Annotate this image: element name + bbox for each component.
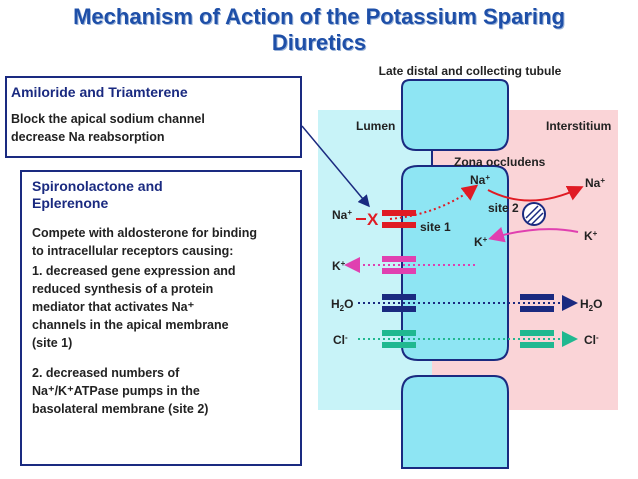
amiloride-line-1: Block the apical sodium channel <box>11 112 205 126</box>
chloride-channel-apical-upper <box>382 330 416 336</box>
effect-1-line-2: reduced synthesis of a protein <box>32 282 214 296</box>
k-luminal-label: K+ <box>332 259 346 273</box>
sodium-channel-lower <box>382 222 416 228</box>
water-channel-basal-lower <box>520 306 554 312</box>
zona-occludens-label: Zona occludens <box>454 155 546 169</box>
sodium-exit-arrow <box>487 185 584 202</box>
water-channel-basal-upper <box>520 294 554 300</box>
spironolactone-heading-1: Spironolactone and <box>32 178 163 194</box>
effect-1-line-5: (site 1) <box>32 336 73 350</box>
effect-1-line-4: channels in the apical membrane <box>32 318 229 332</box>
lower-cell <box>401 375 509 469</box>
effect-item-1: 1. decreased gene expression and reduced… <box>32 262 290 352</box>
na-k-atpase-pump <box>522 202 546 226</box>
site-2-label: site 2 <box>488 201 519 215</box>
potassium-channel-lower <box>382 268 416 274</box>
page-title: Mechanism of Action of the Potassium Spa… <box>0 4 638 56</box>
spironolactone-intro-1: Compete with aldosterone for binding <box>32 226 257 240</box>
na-cell-label: Na+ <box>470 173 490 187</box>
interstitium-label: Interstitium <box>546 119 611 133</box>
spironolactone-intro-2: to intracellular receptors causing: <box>32 244 234 258</box>
amiloride-line-2: decrease Na reabsorption <box>11 130 165 144</box>
lumen-label: Lumen <box>356 119 395 133</box>
main-cell <box>401 165 509 361</box>
k-interstitial-label: K+ <box>584 229 598 243</box>
tubule-label: Late distal and collecting tubule <box>379 64 562 78</box>
effect-2-line-1: 2. decreased numbers of <box>32 366 180 380</box>
water-channel-apical-upper <box>382 294 416 300</box>
na-luminal-label: Na+ <box>332 208 352 222</box>
potassium-channel-upper <box>382 256 416 262</box>
cl-luminal-label: Cl- <box>333 333 348 347</box>
title-line-2: Diuretics <box>271 30 367 55</box>
sodium-channel-upper <box>382 210 416 216</box>
effect-item-2: 2. decreased numbers of Na⁺/K⁺ATPase pum… <box>32 364 290 418</box>
title-line-1: Mechanism of Action of the Potassium Spa… <box>73 4 565 29</box>
upper-cell <box>401 79 509 151</box>
cl-interstitial-label: Cl- <box>584 333 599 347</box>
effect-1-line-3: mediator that activates Na⁺ <box>32 300 195 314</box>
amiloride-pointer-line <box>301 125 370 208</box>
spironolactone-box: Spironolactone and Eplerenone Compete wi… <box>20 170 302 466</box>
effect-2-line-3: basolateral membrane (site 2) <box>32 402 209 416</box>
site-1-label: site 1 <box>420 220 451 234</box>
potassium-uptake-arrow <box>488 226 579 243</box>
spironolactone-heading-2: Eplerenone <box>32 195 109 211</box>
effect-1-line-1: 1. decreased gene expression and <box>32 264 236 278</box>
chloride-channel-apical-lower <box>382 342 416 348</box>
amiloride-heading: Amiloride and Triamterene <box>11 84 188 100</box>
water-channel-apical-lower <box>382 306 416 312</box>
k-cell-label: K+ <box>474 235 488 249</box>
effect-2-line-2: Na⁺/K⁺ATPase pumps in the <box>32 384 200 398</box>
block-mark: X <box>367 210 379 229</box>
water-interstitial-label: H2O <box>580 297 602 313</box>
pump-hatching <box>525 205 544 226</box>
effect-list: 1. decreased gene expression and reduced… <box>32 262 290 418</box>
na-interstitial-label: Na+ <box>585 176 605 190</box>
water-luminal-label: H2O <box>331 297 353 313</box>
amiloride-box: Amiloride and Triamterene Block the apic… <box>5 76 302 158</box>
chloride-channel-basal-upper <box>520 330 554 336</box>
chloride-channel-basal-lower <box>520 342 554 348</box>
